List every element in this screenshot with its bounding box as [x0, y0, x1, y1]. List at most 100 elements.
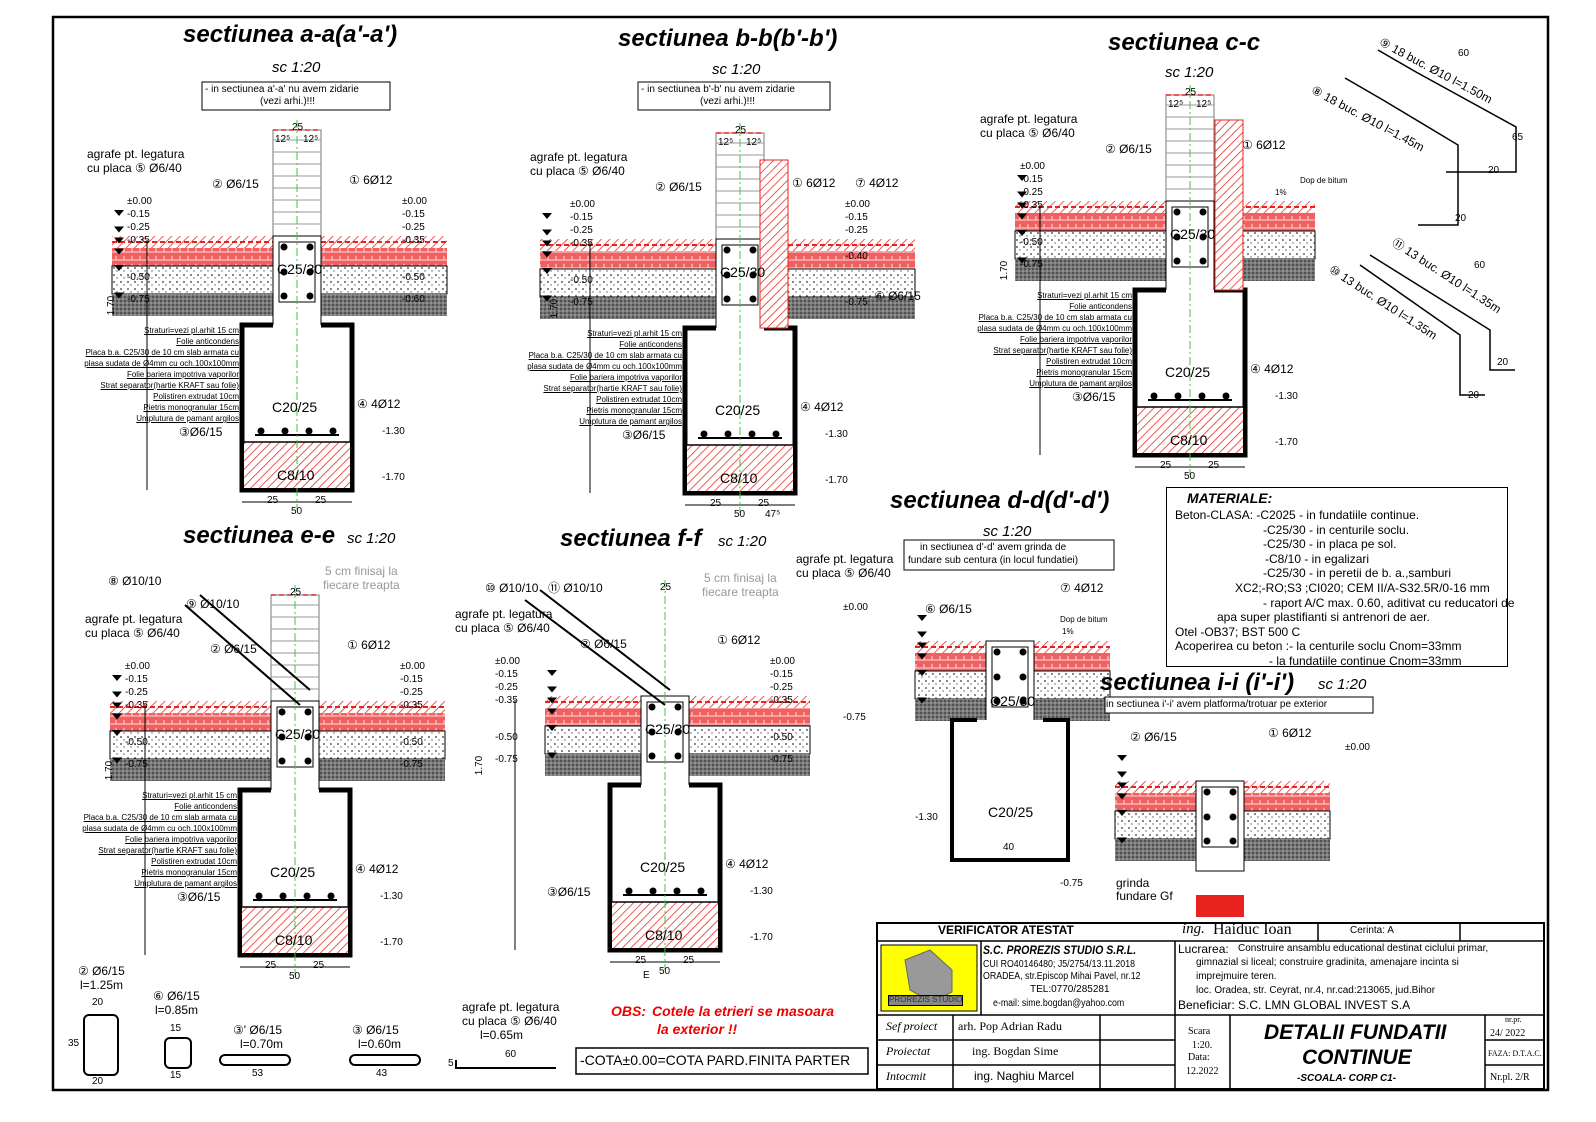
role-name: ing. Bogdan Sime	[972, 1044, 1059, 1058]
level-label: -0.60	[402, 294, 425, 305]
level-label: -0.25	[845, 225, 868, 236]
material-line: - la fundatiile continue Cnom=33mm	[1269, 654, 1462, 668]
level-label: -0.15	[845, 212, 868, 223]
level-label: -0.35	[495, 695, 518, 706]
bar-label: l=0.70m	[240, 1037, 284, 1051]
dim: 20	[92, 997, 104, 1008]
rebar-dot	[304, 757, 312, 765]
concrete-class-lean: C8/10	[720, 470, 758, 486]
level-label: -0.15	[495, 669, 518, 680]
dimension: 12⁵	[275, 134, 291, 145]
dimension: 25	[1208, 460, 1220, 471]
layer-description: Straturi=vezi pl.arhit 15 cm	[144, 326, 239, 335]
rebar-dot	[723, 271, 731, 279]
level-marker-icon	[1017, 257, 1027, 264]
rebar-dot	[281, 427, 289, 435]
soil-layer	[110, 759, 271, 781]
level-label: -1.70	[825, 475, 848, 486]
level-label: -1.30	[380, 891, 403, 902]
agrafe-label: cu placa ⑤ Ø6/40	[980, 126, 1075, 140]
rebar-dot	[279, 892, 287, 900]
bar-label: l=0.60m	[358, 1037, 402, 1051]
soil-layer	[764, 297, 915, 319]
concrete-class-beam: C25/30	[277, 261, 323, 277]
rebar-dot	[993, 648, 1001, 656]
dimension: 50	[1184, 471, 1196, 482]
bar-shape-3	[349, 1054, 421, 1066]
concrete-class-beam: C25/30	[275, 726, 321, 742]
company-address: ORADEA, str.Episcop Mihai Pavel, nr.12	[983, 971, 1141, 982]
concrete-class-beam: C25/30	[990, 693, 1036, 709]
section-mark: E	[643, 970, 650, 981]
scale-bb: sc 1:20	[712, 61, 761, 78]
insulation-layer	[1034, 653, 1110, 671]
level-label: -1.70	[1275, 437, 1298, 448]
rebar-dot	[1019, 673, 1027, 681]
note-dd: in sectiunea d'-d' avem grinda de	[920, 542, 1067, 553]
bar-label: l=0.65m	[480, 1028, 524, 1042]
dimension: 12⁵	[746, 137, 762, 148]
level-label: -0.25	[125, 687, 148, 698]
gravel-layer	[914, 670, 987, 700]
concrete-class-lean: C8/10	[275, 932, 313, 948]
rebar-dot	[305, 427, 313, 435]
rebar-label: ③Ø6/15	[622, 428, 666, 442]
concrete-class-lean: C8/10	[277, 467, 315, 483]
layer-description: Straturi=vezi pl.arhit 15 cm	[587, 329, 682, 338]
level-label: -0.25	[570, 225, 593, 236]
nrpr: 24/ 2022	[1490, 1028, 1526, 1039]
dim: 43	[376, 1068, 388, 1079]
rebar-dot	[674, 703, 682, 711]
concrete-class-beam: C25/30	[645, 721, 691, 737]
dimension: 25	[315, 495, 327, 506]
level-label: -0.50	[770, 732, 793, 743]
insulation-layer	[540, 251, 716, 269]
obs-text: la exterior !!	[657, 1021, 738, 1037]
materials-title: MATERIALE:	[1187, 490, 1273, 506]
finish-note-ee: 5 cm finisaj la	[325, 564, 398, 578]
insulation-layer	[1015, 213, 1166, 231]
beneficiar: Beneficiar: S.C. LMN GLOBAL INVEST S.A	[1178, 998, 1411, 1012]
faza: FAZA: D.T.A.C.	[1488, 1049, 1542, 1058]
rebar-dot	[1198, 392, 1206, 400]
material-line: Beton-CLASA: -C2025 - in fundatiile cont…	[1175, 508, 1420, 522]
rebar-dot	[1222, 392, 1230, 400]
rebar-label: ③Ø6/15	[177, 890, 221, 904]
scale-ff: sc 1:20	[718, 533, 767, 550]
level-label: -0.50	[400, 737, 423, 748]
company-name: S.C. PROREZIS STUDIO S.R.L.	[983, 943, 1137, 957]
rebar-label: ④ 4Ø12	[1250, 362, 1294, 376]
layer-description: Folie bariera impotriva vaporilor	[1019, 335, 1132, 344]
agrafe-label: agrafe pt. legatura	[455, 607, 553, 621]
level-label: ±0.00	[770, 656, 795, 667]
layer-description: Folie bariera impotriva vaporilor	[124, 835, 237, 844]
company-tel: TEL:0770/285281	[1030, 984, 1110, 995]
rebar-label: ⑦ 4Ø12	[1060, 581, 1104, 595]
level-marker-icon	[917, 697, 927, 704]
rebar-label: ① 6Ø12	[1268, 726, 1312, 740]
lucrarea-text: loc. Oradea, str. Ceyrat, nr.4, nr.cad:2…	[1196, 985, 1436, 996]
layer-description: Polistiren extrudat 10cm	[1046, 357, 1132, 366]
soil-layer	[1244, 839, 1330, 861]
stirrup-label: ⑥ Ø6/15	[153, 989, 200, 1003]
gravel-layer	[318, 730, 446, 760]
level-marker-icon	[917, 615, 927, 621]
soil-layer	[540, 297, 716, 319]
rebar-dot	[649, 887, 657, 895]
lucrarea-text: imprejmuire teren.	[1196, 971, 1277, 982]
level-marker-icon	[114, 237, 124, 244]
note-bb: - in sectiunea b'-b' nu avem zidarie	[641, 84, 795, 95]
level-label: ±0.00	[1345, 742, 1370, 753]
rebar-dot	[1173, 257, 1181, 265]
rebar-dot	[674, 752, 682, 760]
layer-description: plasa sudata de Ø4mm cu och.100x100mm	[527, 362, 682, 371]
dim: 35	[68, 1038, 80, 1049]
finish-layer	[1034, 641, 1110, 653]
level-label: -0.15	[125, 674, 148, 685]
stirrup-label: l=1.25m	[80, 978, 124, 992]
level-label: ±0.00	[843, 602, 868, 613]
level-label: -0.25	[770, 682, 793, 693]
finish-note-ee: fiecare treapta	[323, 578, 400, 592]
level-label: ±0.00	[570, 199, 595, 210]
